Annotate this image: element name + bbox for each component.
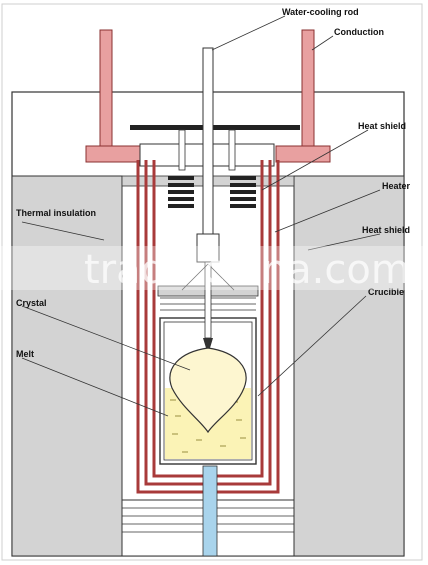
label-crucible: Crucible [368, 287, 404, 297]
water-cooling-rod [202, 47, 214, 235]
thermal-insulation-left [11, 175, 123, 557]
hanging-rods [178, 129, 236, 171]
watermark-band [0, 246, 428, 290]
label-crystal: Crystal [16, 298, 47, 308]
seed [203, 338, 213, 348]
conduction-electrodes [85, 29, 331, 163]
leader-lines [21, 15, 381, 417]
thermal-insulation-right [293, 175, 405, 557]
heat-shield-stack-left [168, 176, 194, 208]
top-heat-shield-plate [130, 125, 300, 130]
label-heat-shield-side: Heat shield [362, 225, 410, 235]
struts [181, 263, 235, 291]
label-water-cooling-rod: Water-cooling rod [282, 7, 359, 17]
label-thermal-insulation: Thermal insulation [16, 208, 96, 218]
label-heater: Heater [382, 181, 411, 191]
label-melt: Melt [16, 349, 34, 359]
crucible-shaft [202, 465, 218, 557]
heat-shield-stack-right [230, 176, 256, 208]
watermark-text: trade.china.com [84, 247, 410, 293]
crystal [169, 347, 247, 434]
label-heat-shield-top: Heat shield [358, 121, 406, 131]
label-conduction: Conduction [334, 27, 384, 37]
